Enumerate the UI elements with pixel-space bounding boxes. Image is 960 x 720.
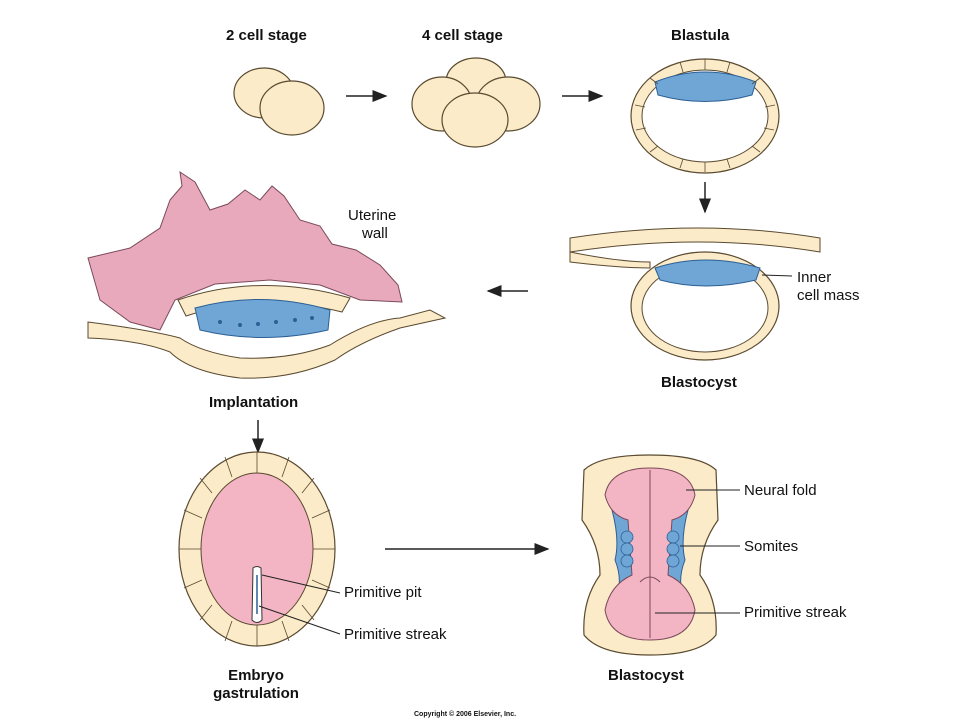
label-blastocyst-bottom: Blastocyst <box>608 667 684 684</box>
label-implantation: Implantation <box>209 394 299 411</box>
embryo-gastrulation-illustration <box>178 451 341 647</box>
label-uterine: Uterine <box>348 207 397 224</box>
blastula-illustration <box>630 58 780 174</box>
two-cell-embryo <box>233 67 325 136</box>
label-gastrulation: gastrulation <box>213 685 299 702</box>
label-neural-fold: Neural fold <box>744 482 817 499</box>
blastocyst-illustration <box>569 227 821 361</box>
implantation-illustration <box>87 170 447 379</box>
label-embryo: Embryo <box>228 667 284 684</box>
label-primitive-pit: Primitive pit <box>344 584 422 601</box>
label-blastula: Blastula <box>671 27 730 44</box>
label-blastocyst-top: Blastocyst <box>661 374 737 391</box>
label-inner: Inner <box>797 269 832 286</box>
label-primitive-streak-left: Primitive streak <box>344 626 447 643</box>
label-two-cell-stage: 2 cell stage <box>226 27 307 44</box>
neurulation-illustration <box>581 454 740 656</box>
label-wall: wall <box>362 225 388 242</box>
label-somites: Somites <box>744 538 799 555</box>
copyright-notice: Copyright © 2006 Elsevier, Inc. <box>414 711 517 718</box>
label-cell-mass: cell mass <box>797 287 860 304</box>
four-cell-embryo <box>411 57 541 148</box>
label-primitive-streak-right: Primitive streak <box>744 604 847 621</box>
label-four-cell-stage: 4 cell stage <box>422 27 503 44</box>
